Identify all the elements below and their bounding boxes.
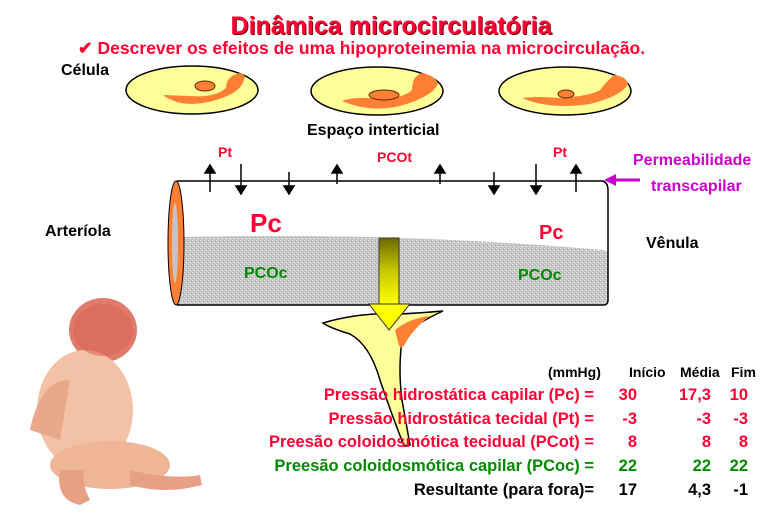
label-venula: Vênula: [646, 235, 699, 252]
row-label: Preesão coloidosmótica capilar (PCoc) =: [274, 457, 594, 475]
row-value: 8: [627, 433, 637, 451]
col-media: Média: [680, 364, 720, 380]
label-pt-right: Pt: [553, 144, 567, 160]
row-value: -1: [733, 481, 748, 499]
arrow-down-icon: [234, 164, 248, 196]
row-value: 10: [729, 386, 748, 404]
check-icon: ✔: [78, 38, 93, 58]
label-pcoc-left: PCOc: [244, 265, 288, 282]
row-value: 8: [738, 433, 748, 451]
row-value: 17: [618, 481, 637, 499]
row-value: -3: [696, 410, 711, 428]
permeability-arrow-icon: [604, 174, 640, 186]
table-row: Resultante (para fora)= 17 4,3 -1: [0, 481, 782, 503]
arrow-up-icon: [330, 163, 344, 184]
arrow-up-icon: [433, 163, 447, 184]
baby-illustration: [30, 298, 202, 505]
row-value: 30: [618, 386, 637, 404]
cell-1: [125, 65, 259, 115]
row-label: Resultante (para fora)=: [413, 481, 594, 499]
row-label: Preesão coloidosmótica tecidual (PCot) =: [268, 433, 594, 451]
col-fim: Fim: [731, 364, 756, 380]
row-value: 22: [692, 457, 711, 475]
table-row: Preesão coloidosmótica tecidual (PCot) =…: [0, 433, 782, 455]
cell-3: [498, 66, 632, 116]
label-celula: Célula: [61, 62, 110, 79]
label-pc-left: Pc: [250, 208, 282, 238]
label-transcapilar: transcapilar: [651, 178, 742, 195]
subtitle-text: Descrever os efeitos de uma hipoproteine…: [97, 38, 646, 58]
filtration-arrow-icon: [367, 237, 412, 331]
pressure-arrows: [203, 163, 583, 196]
row-value: -3: [622, 410, 637, 428]
label-pcot: PCOt: [377, 149, 412, 165]
arrow-up-icon: [203, 163, 217, 192]
row-value: -3: [733, 410, 748, 428]
label-pt-left: Pt: [218, 144, 232, 160]
row-value: 22: [729, 457, 748, 475]
row-label: Pressão hidrostática capilar (Pc) =: [323, 386, 594, 404]
label-arteriola: Arteríola: [45, 223, 111, 240]
label-espaco-interticial: Espaço interticial: [307, 122, 440, 139]
row-value: 4,3: [688, 481, 711, 499]
page-title: Dinâmica microcirculatória: [230, 12, 552, 40]
arrow-up-icon: [569, 163, 583, 192]
subtitle: ✔ Descrever os efeitos de uma hipoprotei…: [78, 38, 645, 59]
table-header: (mmHg) Início Média Fim: [0, 364, 782, 386]
arrow-down-icon: [282, 172, 296, 196]
table-row: Preesão coloidosmótica capilar (PCoc) = 2…: [0, 457, 782, 479]
unit-label: (mmHg): [548, 364, 601, 380]
arrow-down-icon: [529, 164, 543, 196]
col-inicio: Início: [629, 364, 666, 380]
row-value: 22: [618, 457, 637, 475]
table-row: Pressão hidrostática capilar (Pc) = 30 17,…: [0, 386, 782, 408]
row-value: 17,3: [678, 386, 711, 404]
table-row: Pressão hidrostática tecidal (Pt) = -3 -3 -…: [0, 410, 782, 432]
label-permeabilidade: Permeabilidade: [633, 152, 752, 169]
cell-2: [310, 66, 444, 116]
label-pc-right: Pc: [539, 222, 564, 244]
row-label: Pressão hidrostática tecidal (Pt) =: [328, 410, 594, 428]
label-pcoc-right: PCOc: [518, 267, 562, 284]
row-value: 8: [701, 433, 711, 451]
arrow-down-icon: [487, 172, 501, 196]
